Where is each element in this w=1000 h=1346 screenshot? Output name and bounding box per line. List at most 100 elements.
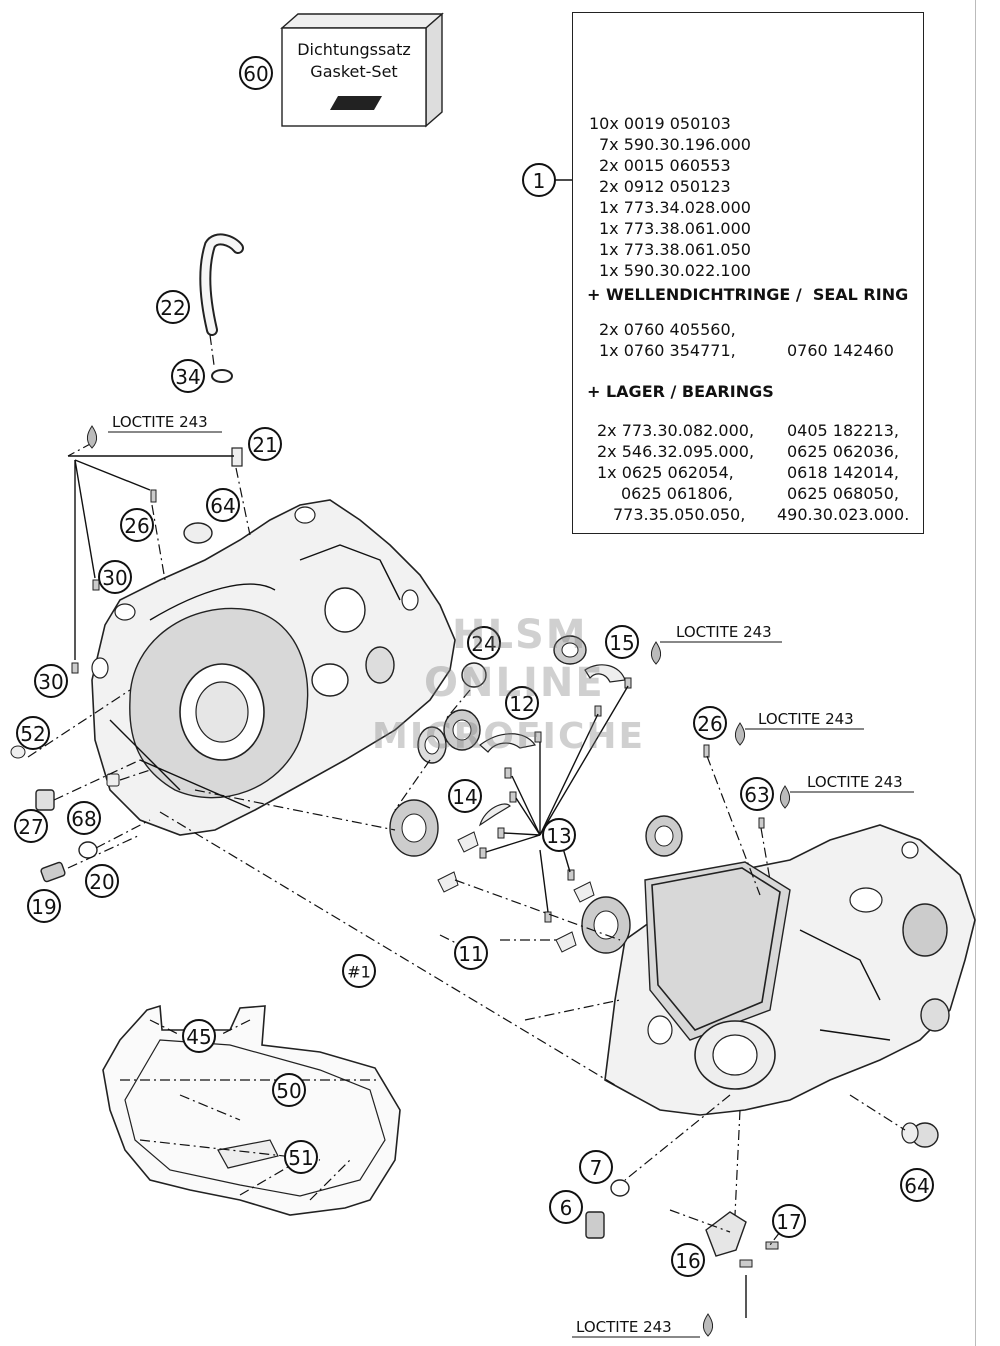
hose-clamp-icon bbox=[211, 369, 233, 383]
part-line: 1x 590.30.022.100 bbox=[599, 261, 751, 280]
bearing-line: 1x 0625 062054, bbox=[597, 463, 734, 482]
svg-text:15: 15 bbox=[609, 631, 634, 655]
callout-60: 60 bbox=[239, 56, 273, 90]
seal-ring-icon bbox=[461, 662, 487, 688]
bearing-line-col2: 0618 142014, bbox=[787, 463, 899, 482]
callout-52: 52 bbox=[16, 716, 50, 750]
callout-64: 64 bbox=[206, 488, 240, 522]
callout-7: 7 bbox=[579, 1150, 613, 1184]
ktm-logo-icon bbox=[330, 96, 382, 110]
screw-icon bbox=[624, 677, 632, 689]
svg-text:27: 27 bbox=[18, 815, 43, 839]
bearing-icon bbox=[553, 635, 587, 665]
callout-63: 63 bbox=[740, 777, 774, 811]
crankcase-gasket-icon bbox=[102, 1004, 401, 1216]
dowel-icon bbox=[10, 745, 26, 759]
svg-text:13: 13 bbox=[546, 824, 571, 848]
callout-64: 64 bbox=[900, 1168, 934, 1202]
small-parts-left bbox=[10, 745, 120, 883]
bearing-line: 2x 546.32.095.000, bbox=[597, 442, 755, 461]
svg-text:11: 11 bbox=[458, 942, 483, 966]
callout-12: 12 bbox=[505, 686, 539, 720]
svg-text:22: 22 bbox=[160, 296, 185, 320]
plug-screw-icon bbox=[40, 861, 66, 883]
svg-text:50: 50 bbox=[276, 1079, 301, 1103]
callout-68: 68 bbox=[67, 801, 101, 835]
seal-ring-heading: + WELLENDICHTRINGE / SEAL RING bbox=[587, 285, 909, 304]
svg-text:7: 7 bbox=[590, 1156, 603, 1180]
svg-text:63: 63 bbox=[744, 783, 769, 807]
bearings-group bbox=[389, 635, 683, 954]
screw-icon bbox=[594, 705, 602, 717]
loctite-label: LOCTITE 243 bbox=[758, 710, 854, 728]
washer-icon bbox=[610, 1179, 630, 1197]
watermark-line: ONLINE bbox=[424, 660, 605, 706]
retaining-plate-icon bbox=[479, 733, 536, 753]
callout-15: 15 bbox=[605, 625, 639, 659]
svg-text:64: 64 bbox=[904, 1174, 929, 1198]
callout-14: 14 bbox=[448, 779, 482, 813]
bearing-icon bbox=[443, 709, 481, 751]
part-line: 2x 0015 060553 bbox=[599, 156, 731, 175]
screw-icon bbox=[150, 489, 157, 503]
svg-text:51: 51 bbox=[288, 1146, 313, 1170]
svg-text:20: 20 bbox=[89, 870, 114, 894]
loctite-drop-icon bbox=[734, 722, 746, 746]
svg-text:45: 45 bbox=[186, 1025, 211, 1049]
callout-6: 6 bbox=[549, 1190, 583, 1224]
screw-icon bbox=[567, 869, 575, 881]
callout-34: 34 bbox=[171, 359, 205, 393]
retaining-plate-icon bbox=[478, 803, 511, 827]
loctite-label: LOCTITE 243 bbox=[576, 1318, 672, 1336]
callout-22: 22 bbox=[156, 290, 190, 324]
callout-13: 13 bbox=[542, 818, 576, 852]
svg-text:14: 14 bbox=[452, 785, 477, 809]
screw-icon bbox=[497, 827, 505, 839]
callout-19: 19 bbox=[27, 889, 61, 923]
svg-text:34: 34 bbox=[175, 365, 200, 389]
svg-text:68: 68 bbox=[71, 807, 96, 831]
screw-icon bbox=[703, 744, 710, 758]
part-line: 2x 0912 050123 bbox=[599, 177, 731, 196]
gasket-set-box bbox=[280, 12, 444, 128]
svg-text:52: 52 bbox=[20, 722, 45, 746]
seal-line: 1x 0760 354771, bbox=[599, 341, 736, 360]
cover-plate-icon bbox=[705, 1211, 747, 1257]
bearing-line: 0625 061806, bbox=[621, 484, 733, 503]
screw-icon bbox=[758, 817, 765, 829]
page-edge-rule bbox=[975, 0, 976, 1346]
retaining-plate-icon bbox=[437, 871, 459, 893]
svg-text:17: 17 bbox=[776, 1210, 801, 1234]
bearing-line-col2: 0625 068050, bbox=[787, 484, 899, 503]
screw-icon bbox=[509, 791, 517, 803]
bearing-line-col2: 0625 062036, bbox=[787, 442, 899, 461]
callout-1: 1 bbox=[522, 163, 556, 197]
svg-text:1: 1 bbox=[533, 169, 546, 193]
bearing-icon bbox=[389, 799, 439, 857]
retaining-plate-icon bbox=[584, 664, 626, 683]
watermark-line: HLSM bbox=[452, 612, 588, 658]
svg-text:21: 21 bbox=[252, 433, 277, 457]
bearing-line: 2x 773.30.082.000, bbox=[597, 421, 755, 440]
callout-30: 30 bbox=[98, 560, 132, 594]
bearings-heading: + LAGER / BEARINGS bbox=[587, 382, 774, 401]
callout-17: 17 bbox=[772, 1204, 806, 1238]
svg-text:26: 26 bbox=[124, 514, 149, 538]
part-line: 7x 590.30.196.000 bbox=[599, 135, 751, 154]
svg-text:#1: #1 bbox=[347, 963, 371, 982]
right-crankcase-half bbox=[604, 824, 976, 1116]
callout-50: 50 bbox=[272, 1073, 306, 1107]
callout-27: 27 bbox=[14, 809, 48, 843]
loctite-labels: LOCTITE 243 LOCTITE 243 LOCTITE 243 LOCT… bbox=[108, 413, 914, 1338]
screw-icon bbox=[92, 579, 100, 591]
bearing-line-col2: 490.30.023.000. bbox=[777, 505, 910, 524]
watermark-line: MICROFICHE bbox=[372, 716, 646, 757]
gasket-segment-icon bbox=[217, 1139, 279, 1169]
loctite-label: LOCTITE 243 bbox=[112, 413, 208, 431]
bearing-icon bbox=[417, 726, 447, 764]
loctite-drop-icon bbox=[86, 425, 98, 449]
svg-text:16: 16 bbox=[675, 1249, 700, 1273]
bearing-line: 773.35.050.050, bbox=[613, 505, 746, 524]
bearing-icon bbox=[581, 896, 631, 954]
loctite-drops bbox=[86, 425, 791, 1337]
